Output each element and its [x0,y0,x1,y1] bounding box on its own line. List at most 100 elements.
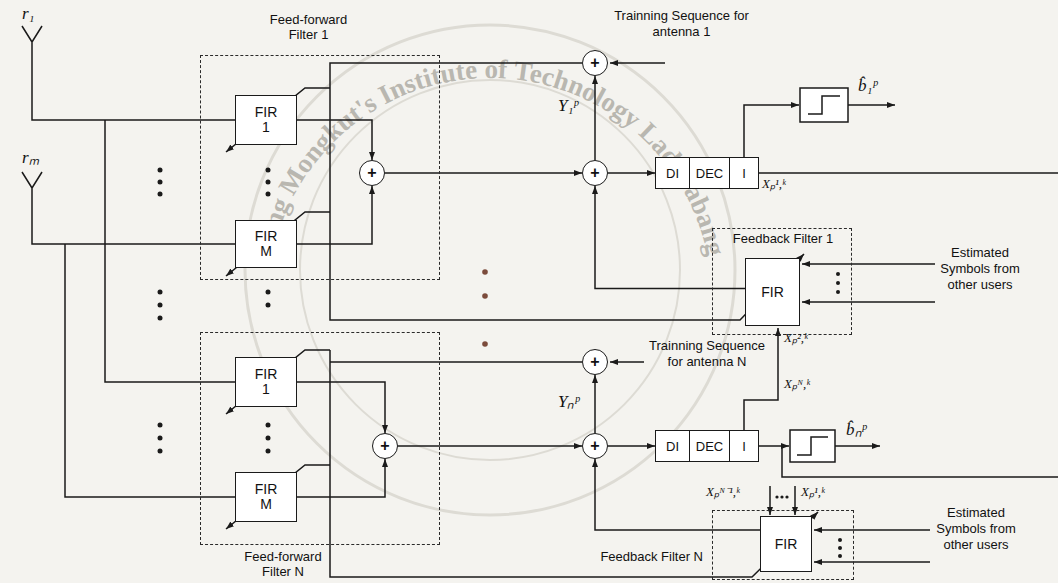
signal-name: b̂ₙᵖ [846,420,866,440]
fir-filter-box: FIR M [235,472,297,522]
ellipsis-dot [158,423,163,428]
signal-name: Y₁ᵖ [558,96,578,116]
signal-note: Estimated Symbols from other users [940,245,1020,293]
feed-forward-group: Feed-forward Filter 1FIR 1FIR M+ [200,55,440,280]
ellipsis-dot [266,290,271,295]
ellipsis-dot [266,168,271,173]
signal-name: b̂₁ᵖ [858,76,877,96]
group-heading: Feed-forward Filter 1 [261,12,356,42]
fir-filter-box: FIR M [235,220,297,268]
watermark-group: King Mongkut's Institute of Technology L… [249,54,732,259]
ellipsis-dot [158,316,163,321]
ellipsis-dot [836,290,840,294]
training-arrow [610,361,644,363]
signal-connector [440,62,582,64]
signal-connector [297,120,372,160]
node-text: + [590,438,599,454]
adaptation-wire [330,63,804,320]
ellipsis-dot [158,180,163,185]
fir-filter-box: FIR [745,258,800,326]
node-text: DEC [696,166,723,181]
watermark-text: King Mongkut's Institute of Technology L… [249,54,732,259]
ellipsis-dot [482,293,488,299]
signal-note: Estimated Symbols from other users [936,505,1016,553]
signal-connector [398,445,582,447]
sum-junction: + [372,433,398,459]
node-text: FIR 1 [253,367,280,397]
signal-connector [440,361,582,363]
signal-name: Xₚ¹,ᵏ [801,484,825,500]
watermark-seal [300,80,680,460]
ellipsis-dot [266,180,271,185]
sum-junction: + [582,50,608,76]
watermark-seal [245,25,735,515]
ellipsis-dot [775,495,778,498]
deinterleaver-box: DI [655,430,690,462]
group-heading: Feedback Filter 1 [719,231,847,246]
estimate-arrow [802,263,935,265]
ellipsis-dot [158,449,163,454]
node-text: FIR [759,285,786,300]
estimate-arrow [814,561,930,563]
fir-filter-box: FIR [760,516,812,572]
ellipsis-dot [158,436,163,441]
watermark-text: King Mongkut's Institute of Technology L… [249,54,732,259]
slicer-step [797,437,828,455]
signal-connector [608,172,655,174]
fir-filter-box: FIR 1 [235,357,297,407]
decision-arrow [835,445,880,447]
signal-connector [595,459,760,530]
decoder-box: DEC [689,157,730,189]
signal-name: rₘ [22,148,39,168]
signal-name: Yₙᵖ [558,392,579,412]
node-text: FIR M [253,482,280,512]
ellipsis-dot [266,192,271,197]
signal-connector [385,172,582,174]
output-wire [759,172,1058,174]
node-text: + [590,354,599,370]
estimate-arrow [814,529,930,531]
group-heading: Feed-forward Filter N [241,549,325,579]
ellipsis-dot [785,495,788,498]
signal-connector [297,382,385,433]
signal-name: Xₚᴺ⁻¹,ᵏ [706,484,740,500]
sum-junction: + [582,433,608,459]
node-text: FIR 1 [253,105,280,135]
signal-name: Xₚ¹,ᵏ [762,176,786,192]
slicer-wire [759,445,789,447]
ellipsis-dot [266,436,271,441]
signal-note: Trainning Sequence for antenna 1 [614,8,749,40]
fir-filter-box: FIR 1 [235,95,297,145]
node-text: + [380,438,389,454]
antenna-wire [22,26,235,120]
sum-junction: + [582,349,608,375]
feedback-group: Feedback Filter 1 FIR [712,228,852,335]
ellipsis-dot [838,538,842,542]
signal-name: r₁ [22,4,35,24]
ellipsis-dot [780,495,783,498]
ellipsis-dot [836,272,840,276]
group-heading: Feedback Filter N [563,549,703,564]
slicer-symbol [790,430,835,462]
signal-note: Trainning Sequence for antenna N [648,338,766,370]
feed-forward-group: Feed-forward Filter NFIR 1FIR M+ [200,332,440,545]
ellipsis-dot [266,423,271,428]
ellipsis-dot [482,269,488,275]
interleaver-box: I [729,430,759,462]
adaptation-wire [330,350,818,577]
sum-junction: + [359,160,385,186]
decoder-box: DEC [689,430,730,462]
node-text: + [367,165,376,181]
signal-connector [594,375,596,433]
ellipsis-dot [158,290,163,295]
ellipsis-dot [838,554,842,558]
signal-connector [595,186,745,289]
slicer-step [808,96,840,114]
signal-connector [297,186,372,244]
decision-arrow [848,104,895,106]
node-text: FIR M [253,229,280,259]
ellipsis-dot [482,341,488,347]
interleaver-box: I [729,157,759,189]
feedback-group: Feedback Filter NFIR [712,510,854,580]
